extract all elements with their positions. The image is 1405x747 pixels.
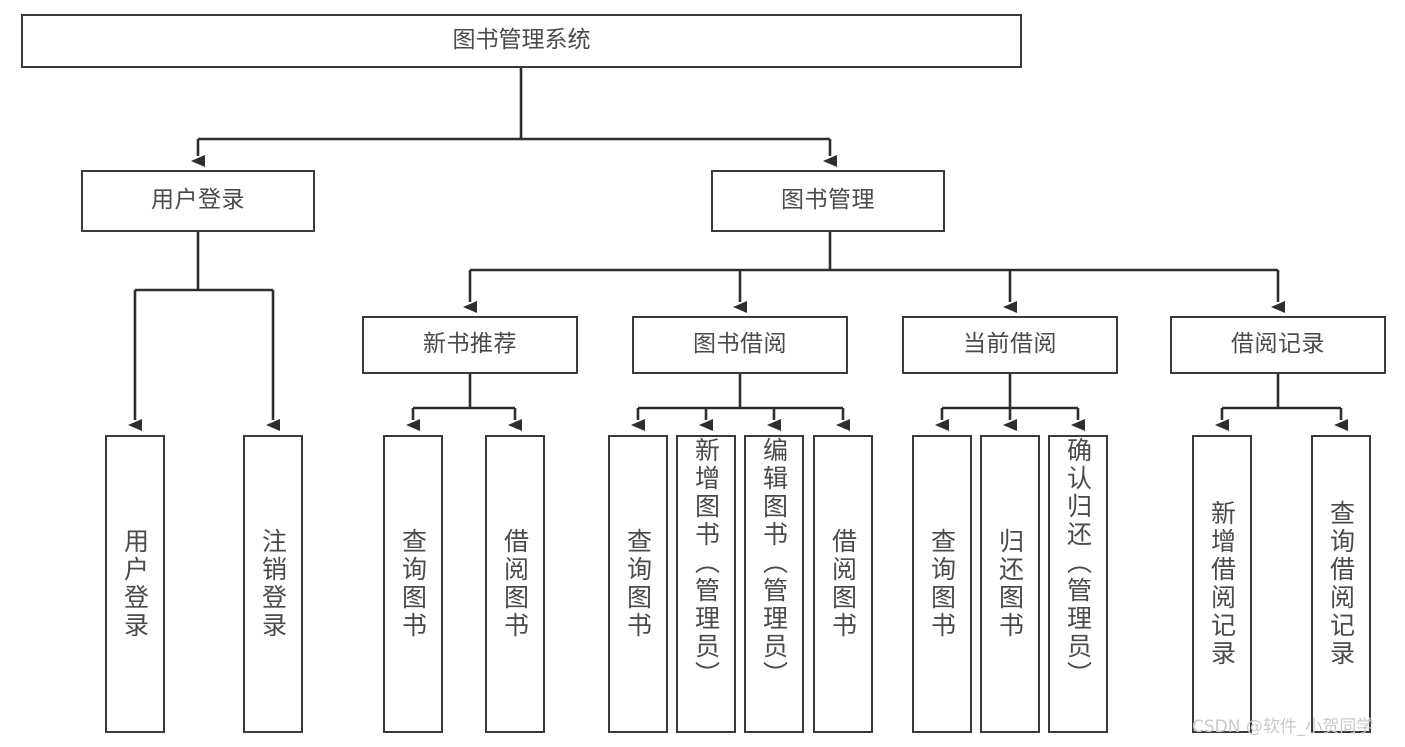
leaf-user-login[interactable]: 用户登录 <box>105 435 165 733</box>
leaf-query-book-borrow[interactable]: 查询图书 <box>608 435 668 733</box>
node-label: 当前借阅 <box>963 331 1057 358</box>
node-label: 归还图书 <box>995 528 1025 640</box>
node-label: 借阅记录 <box>1231 331 1325 358</box>
node-borrow-record[interactable]: 借阅记录 <box>1170 316 1386 374</box>
node-label: 确认归还（管理员） <box>1063 437 1093 689</box>
node-label: 借阅图书 <box>500 528 530 640</box>
node-label: 图书借阅 <box>693 331 787 358</box>
node-label: 图书管理系统 <box>452 27 591 54</box>
watermark: CSDN @软件_小贺同学 <box>1192 717 1374 737</box>
node-label: 用户登录 <box>151 187 245 214</box>
node-book-borrow[interactable]: 图书借阅 <box>632 316 848 374</box>
leaf-return-book[interactable]: 归还图书 <box>980 435 1040 733</box>
leaf-borrow-book[interactable]: 借阅图书 <box>813 435 873 733</box>
leaf-borrow-book-rec[interactable]: 借阅图书 <box>485 435 545 733</box>
node-root-system[interactable]: 图书管理系统 <box>21 14 1022 68</box>
leaf-edit-book-admin[interactable]: 编辑图书（管理员） <box>744 435 804 733</box>
node-current-borrow[interactable]: 当前借阅 <box>902 316 1118 374</box>
node-label: 新增图书（管理员） <box>691 437 721 689</box>
node-label: 借阅图书 <box>828 528 858 640</box>
leaf-query-book-current[interactable]: 查询图书 <box>912 435 972 733</box>
node-book-management[interactable]: 图书管理 <box>711 170 945 232</box>
node-label: 新增借阅记录 <box>1207 500 1237 668</box>
leaf-add-book-admin[interactable]: 新增图书（管理员） <box>676 435 736 733</box>
node-label: 查询借阅记录 <box>1326 500 1356 668</box>
leaf-query-borrow-record[interactable]: 查询借阅记录 <box>1311 435 1371 733</box>
node-user-login[interactable]: 用户登录 <box>81 170 315 232</box>
node-label: 查询图书 <box>927 528 957 640</box>
node-label: 注销登录 <box>258 528 288 640</box>
node-label: 查询图书 <box>398 528 428 640</box>
node-label: 用户登录 <box>120 528 150 640</box>
node-label: 图书管理 <box>781 187 875 214</box>
node-label: 编辑图书（管理员） <box>759 437 789 689</box>
leaf-confirm-return-admin[interactable]: 确认归还（管理员） <box>1048 435 1108 733</box>
leaf-query-book-rec[interactable]: 查询图书 <box>383 435 443 733</box>
node-new-book-recommend[interactable]: 新书推荐 <box>362 316 578 374</box>
leaf-add-borrow-record[interactable]: 新增借阅记录 <box>1192 435 1252 733</box>
node-label: 查询图书 <box>623 528 653 640</box>
leaf-logout[interactable]: 注销登录 <box>243 435 303 733</box>
node-label: 新书推荐 <box>423 331 517 358</box>
